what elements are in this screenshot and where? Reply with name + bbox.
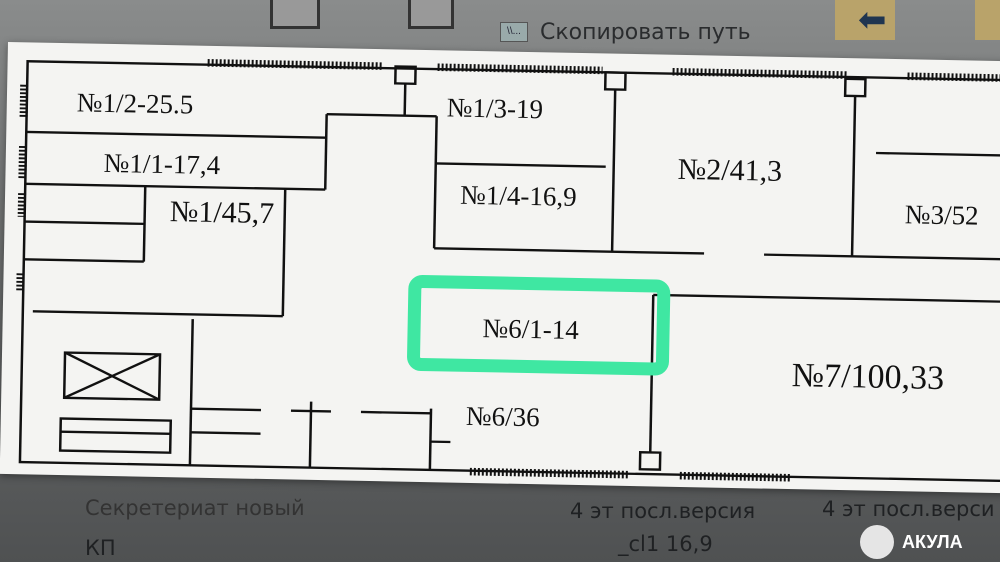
explorer-item[interactable]: КП (85, 536, 116, 560)
shark-logo-icon (860, 525, 894, 559)
room-label: №3/52 (904, 199, 979, 231)
blank-document-icon[interactable] (408, 0, 454, 29)
floor-plan: №1/2-25.5 №1/1-17,4 №1/45,7 №1/3-19 №1/4… (0, 42, 1000, 494)
copy-path-button[interactable]: Скопировать путь (540, 20, 751, 45)
file-name[interactable]: _cl1 16,9 (618, 532, 713, 556)
room-label: №1/2-25.5 (76, 87, 194, 120)
room-label: №1/3-19 (446, 92, 544, 125)
room-label: №1/4-16,9 (459, 179, 577, 212)
file-name[interactable]: 4 эт посл.верси (822, 497, 995, 521)
room-highlight-marker (406, 274, 671, 376)
room-label: №1/1-17,4 (103, 147, 221, 181)
watermark: АКУЛА (860, 525, 963, 559)
room-label: №6/36 (465, 400, 540, 433)
watermark-text: АКУЛА (902, 531, 963, 552)
document-icon[interactable] (270, 0, 320, 29)
file-name[interactable]: 4 эт посл.версия (570, 499, 756, 523)
room-label: №1/45,7 (169, 195, 275, 231)
folder-icon[interactable] (835, 0, 895, 40)
back-arrow-icon[interactable]: ⬅ (858, 1, 887, 39)
plan-walls (16, 59, 1000, 483)
folder-icon[interactable] (975, 0, 1000, 40)
copy-path-icon: \\... (500, 22, 528, 42)
explorer-item[interactable]: Секретериат новый (85, 496, 305, 520)
room-label: №7/100,33 (791, 357, 945, 398)
room-label: №2/41,3 (677, 152, 783, 188)
